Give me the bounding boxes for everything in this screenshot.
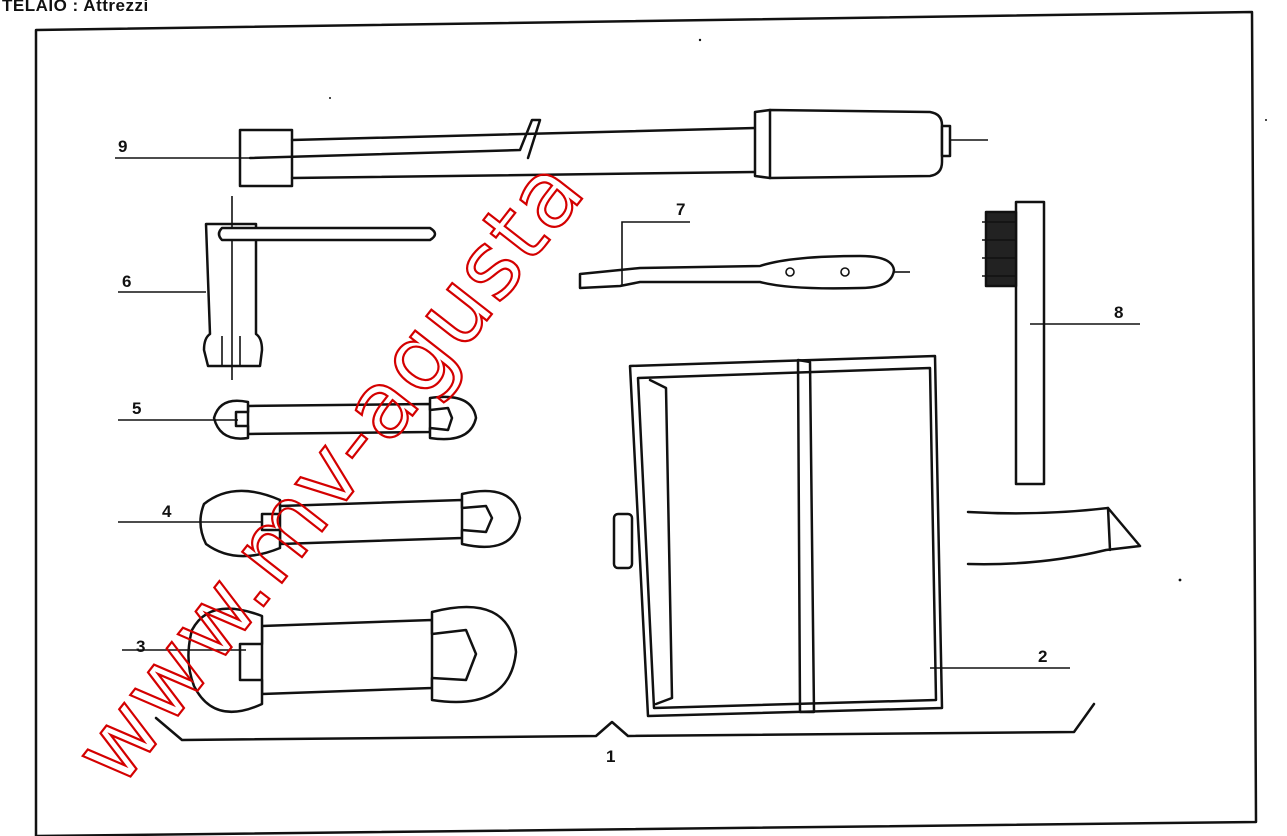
- callout-1: 1: [606, 747, 615, 766]
- tool-pouch: [612, 354, 1142, 718]
- callout-6: 6: [122, 272, 131, 291]
- diagram-frame: [34, 10, 1258, 836]
- grease-gun: [238, 108, 988, 188]
- screwdriver: [578, 254, 910, 290]
- callout-9: 9: [118, 137, 127, 156]
- callout-8: 8: [1114, 303, 1123, 322]
- callout-4: 4: [162, 502, 172, 521]
- callout-5: 5: [132, 399, 141, 418]
- callout-3: 3: [136, 637, 145, 656]
- callout-7: 7: [676, 200, 685, 219]
- page-title: TELAIO : Attrezzi: [2, 0, 149, 15]
- leader-7: [621, 221, 690, 270]
- small-wrench: [212, 395, 478, 441]
- kit-bracket: [154, 702, 1096, 742]
- large-wrench: [187, 605, 518, 713]
- callout-2: 2: [1038, 647, 1047, 666]
- medium-wrench: [199, 489, 522, 558]
- box-wrench: [202, 196, 437, 380]
- wire-brush: [982, 200, 1046, 486]
